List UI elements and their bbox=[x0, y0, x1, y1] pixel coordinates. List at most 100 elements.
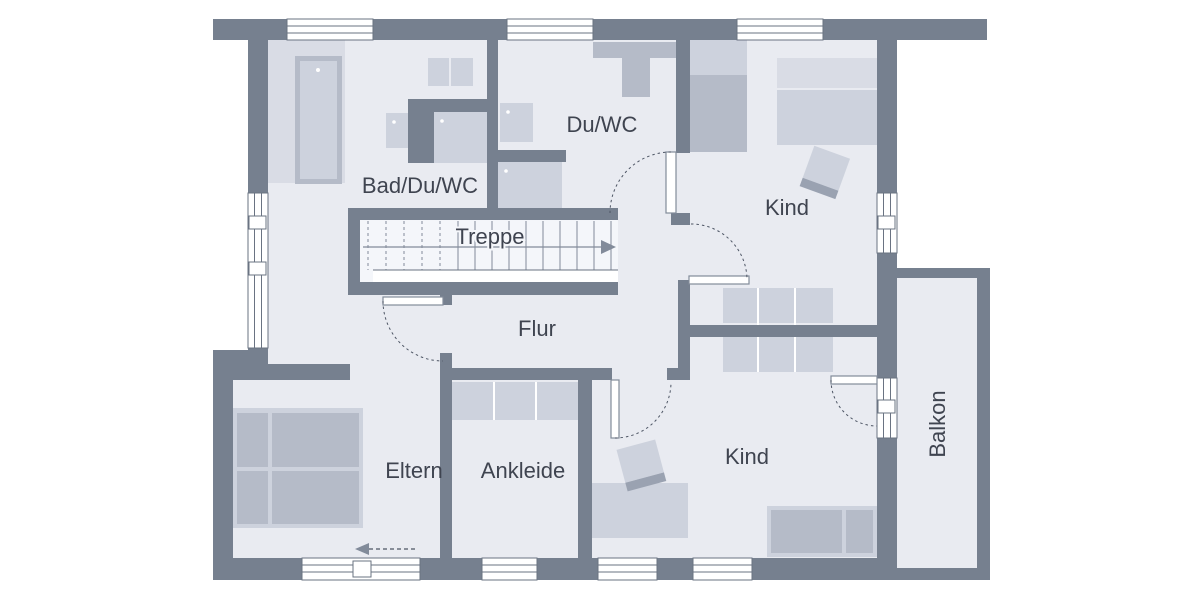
room-label-kind-top: Kind bbox=[765, 195, 809, 220]
door-duwc bbox=[609, 151, 677, 214]
windows bbox=[247, 18, 898, 581]
window bbox=[247, 192, 269, 349]
window bbox=[506, 18, 594, 41]
wardrobe-kind-top-lower bbox=[690, 75, 747, 152]
wall-corridor-foot bbox=[667, 368, 690, 380]
bathtub-inner bbox=[300, 61, 337, 179]
desk-kind-top-edge bbox=[799, 177, 839, 200]
wall-bath-divider bbox=[487, 40, 498, 220]
window bbox=[876, 192, 898, 254]
wall-ankleide-top bbox=[452, 368, 612, 380]
door-kind-top bbox=[688, 223, 750, 285]
door-swing-arc bbox=[382, 300, 444, 362]
desk-kind-top-surface bbox=[802, 145, 851, 191]
outside-notch-left bbox=[213, 40, 248, 350]
room-label-balkon: Balkon bbox=[925, 390, 950, 457]
bed-eltern-panel-3 bbox=[237, 471, 268, 524]
chair-kind-bottom bbox=[616, 439, 667, 492]
wall-stair-top bbox=[348, 208, 618, 220]
washbasin-right bbox=[451, 58, 473, 86]
sink-tap bbox=[392, 120, 396, 124]
wall-stair-left bbox=[348, 220, 360, 295]
closet-flur-side bbox=[723, 288, 833, 323]
door-swing-arc bbox=[690, 223, 748, 281]
room-label-eltern: Eltern bbox=[385, 458, 442, 483]
room-label-treppe: Treppe bbox=[456, 224, 525, 249]
duwc-vanity bbox=[593, 42, 680, 58]
stair-lower-flight bbox=[373, 270, 618, 282]
window bbox=[597, 557, 658, 581]
wardrobe-ankleide-dividers bbox=[493, 382, 537, 420]
outside-notch-right bbox=[897, 40, 987, 268]
wall-bath-privacy-h bbox=[408, 99, 490, 112]
wall-flur-kind-divider bbox=[690, 325, 877, 337]
wall-stair-bottom bbox=[348, 282, 618, 295]
bed-eltern-panel-4 bbox=[272, 471, 359, 524]
shower-bad-head bbox=[440, 119, 444, 123]
balcony-parapet-top bbox=[897, 268, 987, 278]
balcony-parapet-right bbox=[977, 268, 990, 580]
door-leaf bbox=[610, 379, 620, 439]
bed-kind-top bbox=[777, 90, 877, 145]
stair-treads bbox=[457, 221, 612, 270]
door-swing-arc bbox=[614, 381, 672, 439]
doors bbox=[382, 151, 878, 439]
washbasin-left bbox=[428, 58, 449, 86]
furniture-layer bbox=[233, 40, 877, 557]
room-label-kind-bottom: Kind bbox=[725, 444, 769, 469]
staircase bbox=[360, 220, 618, 282]
bed-eltern-panel-1 bbox=[237, 413, 268, 467]
door-kind-bottom bbox=[610, 379, 672, 439]
room-labels: Bad/Du/WC Du/WC Kind Treppe Flur Eltern … bbox=[362, 112, 950, 483]
wall-eltern-ankleide-divider bbox=[440, 353, 452, 558]
room-label-bad-du-wc: Bad/Du/WC bbox=[362, 173, 478, 198]
wall-left-lower bbox=[213, 350, 233, 580]
toilet bbox=[500, 103, 533, 142]
bed-kind-bottom-pillow bbox=[846, 510, 873, 553]
room-label-ankleide: Ankleide bbox=[481, 458, 565, 483]
bed-kind-top-head bbox=[777, 58, 877, 88]
wall-bath-privacy-v bbox=[408, 112, 434, 163]
wall-ankleide-kind-divider bbox=[578, 380, 592, 558]
wall-corridor-upper bbox=[676, 40, 690, 153]
chair-kind-bottom-back bbox=[625, 472, 667, 492]
chair-kind-bottom-seat bbox=[616, 439, 664, 483]
wall-duwc-door-stub bbox=[671, 213, 690, 225]
wardrobe-ankleide bbox=[452, 382, 578, 420]
wall-left-upper bbox=[248, 40, 268, 193]
door-balcony bbox=[830, 375, 878, 427]
shower-duwc-head bbox=[504, 169, 508, 173]
room-label-du-wc: Du/WC bbox=[567, 112, 638, 137]
door-leaf bbox=[688, 275, 750, 285]
door-leaf bbox=[382, 296, 444, 306]
window bbox=[301, 557, 421, 581]
stair-treads-dashed bbox=[367, 221, 441, 270]
arrow-left-icon bbox=[355, 543, 369, 555]
window bbox=[692, 557, 753, 581]
window bbox=[481, 557, 538, 581]
arrow-right-icon bbox=[601, 240, 616, 254]
bed-eltern-panel-2 bbox=[272, 413, 359, 467]
wall-shower-enclosure bbox=[498, 150, 566, 162]
desk-kind-top bbox=[799, 145, 851, 200]
toilet-mark bbox=[506, 110, 510, 114]
door-leaf bbox=[830, 375, 878, 385]
door-leaf bbox=[665, 151, 677, 214]
desk-kind-bottom bbox=[588, 483, 688, 538]
window bbox=[736, 18, 824, 41]
window bbox=[286, 18, 374, 41]
closet-kind-side bbox=[723, 337, 833, 372]
sink bbox=[386, 113, 412, 148]
wardrobe-kind-top-upper bbox=[690, 40, 747, 75]
door-flur bbox=[382, 296, 444, 362]
wall-right bbox=[877, 40, 897, 558]
room-label-flur: Flur bbox=[518, 316, 556, 341]
bed-kind-bottom-mattress bbox=[771, 510, 842, 553]
bathtub-drain bbox=[316, 68, 320, 72]
wall-corridor-mid bbox=[678, 280, 690, 368]
balcony-parapet-bottom bbox=[897, 568, 987, 580]
wall-eltern-top bbox=[213, 364, 350, 380]
duwc-basin bbox=[622, 58, 650, 97]
